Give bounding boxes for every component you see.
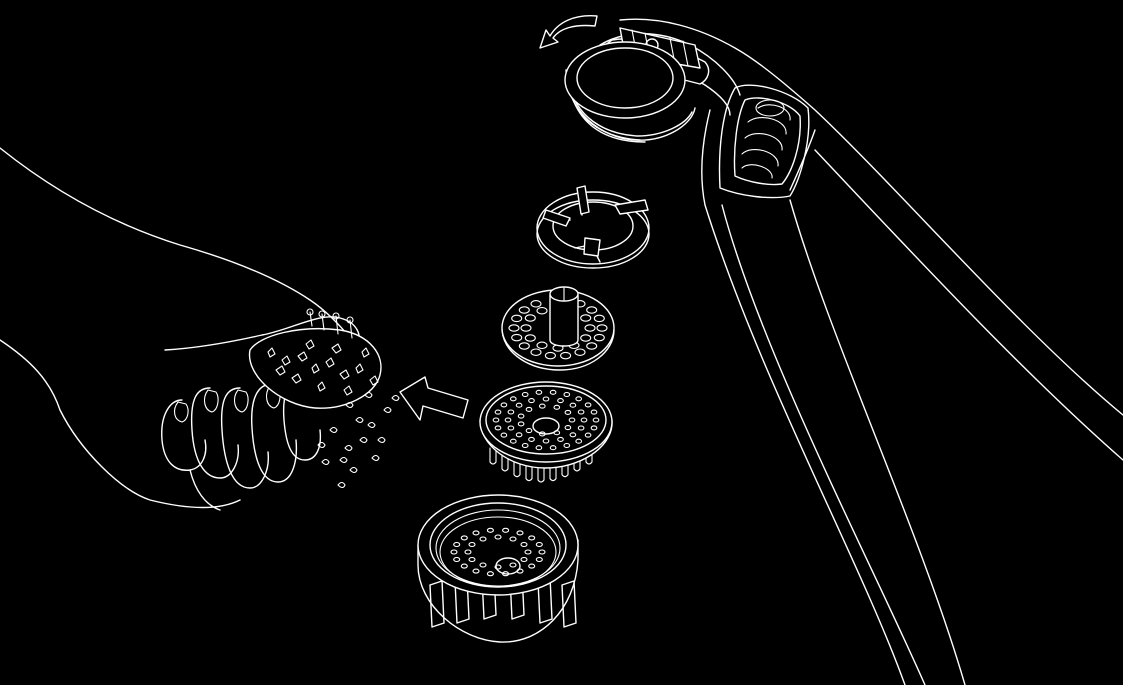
garlic-fragment: [368, 423, 375, 428]
garlic-fragment: [372, 456, 379, 461]
garlic-fragment: [360, 438, 367, 443]
hand-cleaning-disc: [0, 148, 399, 510]
garlic-fragment: [392, 396, 399, 401]
blade-holder-ring: [537, 186, 649, 268]
garlic-fragment: [356, 418, 363, 423]
garlic-fragment: [322, 460, 329, 465]
garlic-fragment: [350, 468, 357, 473]
cutting-disc: [502, 287, 614, 370]
garlic-fragment: [384, 408, 391, 413]
garlic-fragment: [338, 483, 345, 488]
garlic-fragment: [378, 438, 385, 443]
garlic-fragment: [345, 446, 352, 451]
screw-cap-with-grips: [418, 495, 578, 642]
counterclockwise-arrow-icon: [540, 16, 597, 48]
grating-disc-with-pins: [480, 382, 612, 482]
garlic-fragment: [330, 428, 337, 433]
garlic-press-handle: [600, 19, 1123, 685]
garlic-fragment: [340, 458, 347, 463]
left-arrow-icon: [400, 377, 468, 420]
